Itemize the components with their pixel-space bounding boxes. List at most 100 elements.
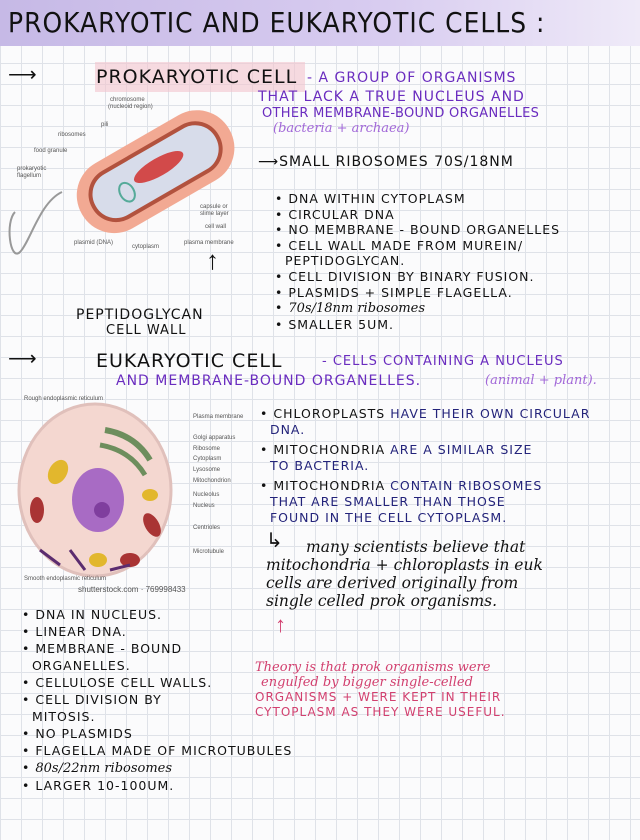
bullet-item: CELL DIVISION BY — [35, 692, 162, 707]
eukaryotic-cell-diagram — [17, 402, 173, 578]
eukaryotic-left-bullets: • DNA IN NUCLEUS. • LINEAR DNA. • MEMBRA… — [22, 607, 293, 793]
theory-line: CYTOPLASM AS THEY WERE USEFUL. — [255, 705, 506, 719]
bullet-lead: CHLOROPLASTS — [273, 406, 386, 421]
plasmid — [118, 181, 136, 203]
eukaryotic-heading: EUKARYOTIC CELL — [96, 350, 283, 372]
definition-line: THAT LACK A TRUE NUCLEUS AND — [258, 89, 525, 105]
bullet-item: CELLULOSE CELL WALLS. — [35, 675, 213, 690]
bullet-item: DNA WITHIN CYTOPLASM — [288, 191, 466, 206]
title-highlight — [0, 0, 640, 46]
cell-wall-label: CELL WALL — [106, 323, 187, 338]
bullet-item: LINEAR DNA. — [35, 624, 127, 639]
bullet-item: PEPTIDOGLYCAN. — [284, 253, 406, 269]
mitochondrion — [30, 497, 44, 523]
heading-highlight — [95, 62, 305, 92]
bullet-item: CIRCULAR DNA — [288, 206, 395, 222]
diagram-label: chromosome — [110, 97, 145, 103]
golgi — [104, 427, 153, 462]
bullet-item: SMALLER 5um. — [288, 316, 394, 332]
diagram-label: capsule or — [200, 204, 228, 210]
bullet-item: MEMBRANE - BOUND — [35, 641, 183, 656]
arrow-icon: ⟶ — [8, 348, 37, 370]
arrow-icon: ⟶ — [258, 154, 280, 170]
flagellum — [8, 191, 63, 255]
bullet-item: CELL WALL MADE FROM MUREIN/ — [288, 237, 524, 253]
diagram-label: food granule — [34, 148, 68, 154]
nucleoid — [133, 150, 184, 184]
prokaryotic-bullets: • DNA WITHIN CYTOPLASM • CIRCULAR DNA • … — [275, 191, 561, 332]
diagram-label: Mitochondrion — [193, 478, 231, 484]
bullet-text: TO BACTERIA. — [269, 458, 370, 473]
diagram-label: Golgi apparatus — [193, 435, 236, 441]
bullet-text: DNA. — [269, 422, 306, 437]
diagram-label: slime layer — [200, 211, 229, 217]
diagram-label: cell wall — [205, 224, 227, 230]
diagram-label: Nucleus — [193, 503, 215, 509]
page-title: PROKARYOTIC AND EUKARYOTIC CELLS : — [8, 6, 546, 39]
diagram-label: pili — [101, 122, 109, 128]
note-line: single celled prok organisms. — [266, 592, 498, 610]
bullet-text: ARE A SIMILAR SIZE — [390, 442, 533, 457]
bullet-lead: MITOCHONDRIA — [273, 442, 386, 457]
ribosomes-note: ⟶SMALL RIBOSOMES 70s/18nm — [258, 154, 514, 170]
definition-line: - CELLS CONTAINING A NUCLEUS — [322, 354, 564, 369]
cell-wall-label: PEPTIDOGLYCAN — [76, 307, 204, 323]
bullet-item: ORGANELLES. — [31, 658, 131, 673]
diagram-label: plasmid (DNA) — [74, 240, 114, 246]
diagram-label: Rough endoplasmic reticulum — [24, 396, 104, 402]
diagram-label: flagellum — [17, 173, 42, 179]
theory-note: Theory is that prok organisms were engul… — [255, 660, 506, 720]
diagram-label: prokaryotic — [17, 166, 47, 172]
bullet-text: HAVE THEIR OWN CIRCULAR — [390, 406, 591, 421]
bullet-item: LARGER 10-100um. — [35, 778, 175, 793]
diagram-label: cytoplasm — [132, 244, 160, 250]
bullet-item: PLASMIDS + SIMPLE FLAGELLA. — [288, 284, 513, 300]
diagram-label: Lysosome — [193, 467, 221, 473]
diagram-label: Nucleolus — [193, 492, 220, 498]
up-arrow-icon: ↑ — [275, 612, 286, 637]
definition-line: - A GROUP OF ORGANISMS — [307, 70, 517, 86]
theory-line: engulfed by bigger single-celled — [261, 675, 473, 690]
prokaryotic-cell-diagram — [8, 110, 235, 255]
examples-note: (bacteria + archaea) — [273, 121, 410, 136]
arrow-icon: ⟶ — [8, 64, 37, 86]
diagram-label: plasma membrane — [184, 240, 234, 246]
bullet-lead: MITOCHONDRIA — [273, 478, 386, 493]
scientists-note: many scientists believe that mitochondri… — [266, 538, 543, 610]
examples-note: (animal + plant). — [485, 373, 597, 388]
diagram-label: Smooth endoplasmic reticulum — [24, 576, 107, 582]
bullet-item: MITOSIS. — [31, 709, 96, 724]
bullet-item: 70s/18nm ribosomes — [288, 301, 426, 317]
bullet-item: NO PLASMIDS — [35, 726, 133, 741]
bullet-item: 80s/22nm ribosomes — [35, 761, 173, 776]
diagram-label: Microtubule — [193, 549, 225, 555]
eukaryotic-right-bullets: • CHLOROPLASTS HAVE THEIR OWN CIRCULAR D… — [260, 406, 591, 525]
bullet-item: NO MEMBRANE - BOUND ORGANELLES — [288, 222, 561, 238]
bullet-item: FLAGELLA MADE OF MICROTUBULES — [35, 743, 293, 758]
bullet-text: THAT ARE SMALLER THAN THOSE — [269, 494, 506, 509]
nucleus — [72, 468, 124, 532]
diagram-label: Cytoplasm — [193, 456, 222, 462]
nucleolus — [94, 502, 110, 518]
bullet-item: DNA IN NUCLEUS. — [35, 607, 163, 622]
note-line: cells are derived originally from — [266, 574, 519, 592]
bullet-text: CONTAIN RIBOSOMES — [390, 478, 543, 493]
definition-line: AND MEMBRANE-BOUND ORGANELLES. — [116, 373, 422, 389]
diagram-label: Centrioles — [193, 525, 221, 531]
note-line: many scientists believe that — [306, 538, 526, 556]
ribosomes-text: SMALL RIBOSOMES 70s/18nm — [279, 154, 514, 170]
theory-line: Theory is that prok organisms were — [255, 660, 491, 675]
diagram-label: ribosomes — [58, 132, 86, 138]
definition-line: OTHER MEMBRANE-BOUND ORGANELLES — [262, 106, 540, 121]
prokaryotic-heading: PROKARYOTIC CELL — [96, 66, 298, 88]
bullet-text: FOUND IN THE CELL CYTOPLASM. — [269, 510, 508, 525]
diagram-label: Ribosome — [193, 446, 221, 452]
note-line: mitochondria + chloroplasts in euk — [266, 556, 543, 574]
curved-arrow-icon: ↳ — [266, 530, 283, 552]
up-arrow-icon: ↑ — [206, 245, 219, 275]
bullet-item: CELL DIVISION BY BINARY FUSION. — [288, 268, 535, 284]
diagram-label: Plasma membrane — [193, 414, 244, 420]
diagram-label: (nucleoid region) — [108, 104, 153, 110]
theory-line: organisms + WERE KEPT IN THEIR — [255, 690, 502, 704]
image-credit: shutterstock.com · 769998433 — [78, 585, 186, 594]
